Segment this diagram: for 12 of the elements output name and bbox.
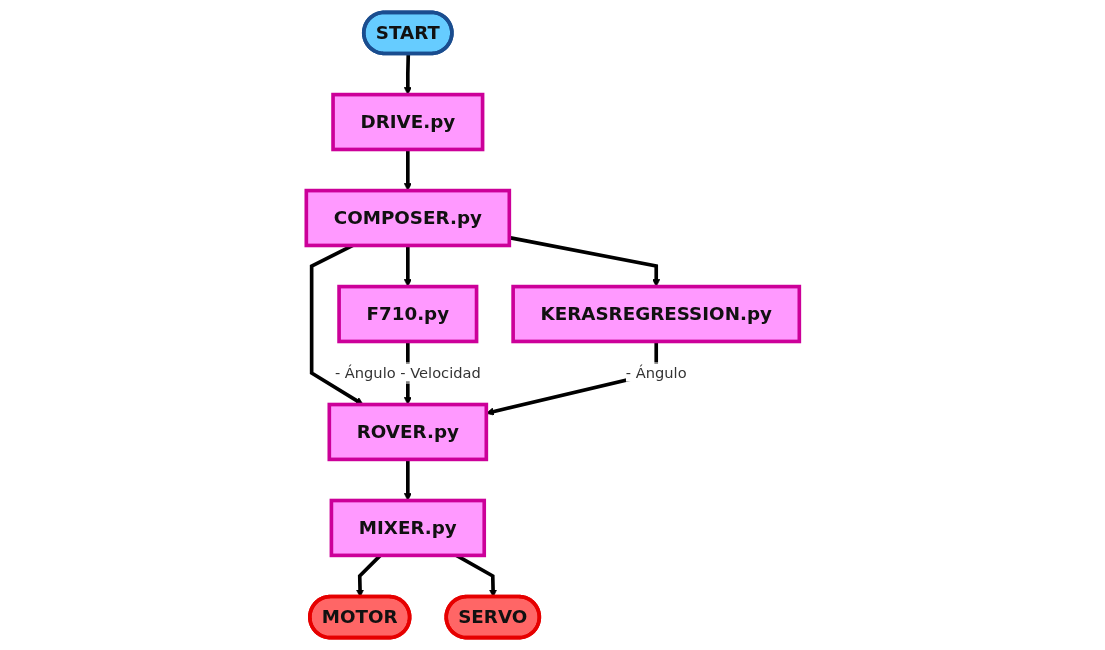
node-box: COMPOSER.py (304, 188, 511, 248)
node-box: F710.py (336, 284, 479, 344)
edge-label: - Ángulo (625, 363, 687, 382)
arrow (403, 245, 412, 287)
arrow (403, 53, 412, 95)
node-box: DRIVE.py (330, 92, 485, 152)
node-box: MIXER.py (329, 498, 486, 558)
arrow (403, 149, 412, 191)
node-box: ROVER.py (327, 402, 488, 462)
edge-label: - Ángulo - Velocidad (334, 363, 481, 382)
node-box: KERASREGRESSION.py (510, 284, 801, 344)
arrow (403, 459, 412, 501)
